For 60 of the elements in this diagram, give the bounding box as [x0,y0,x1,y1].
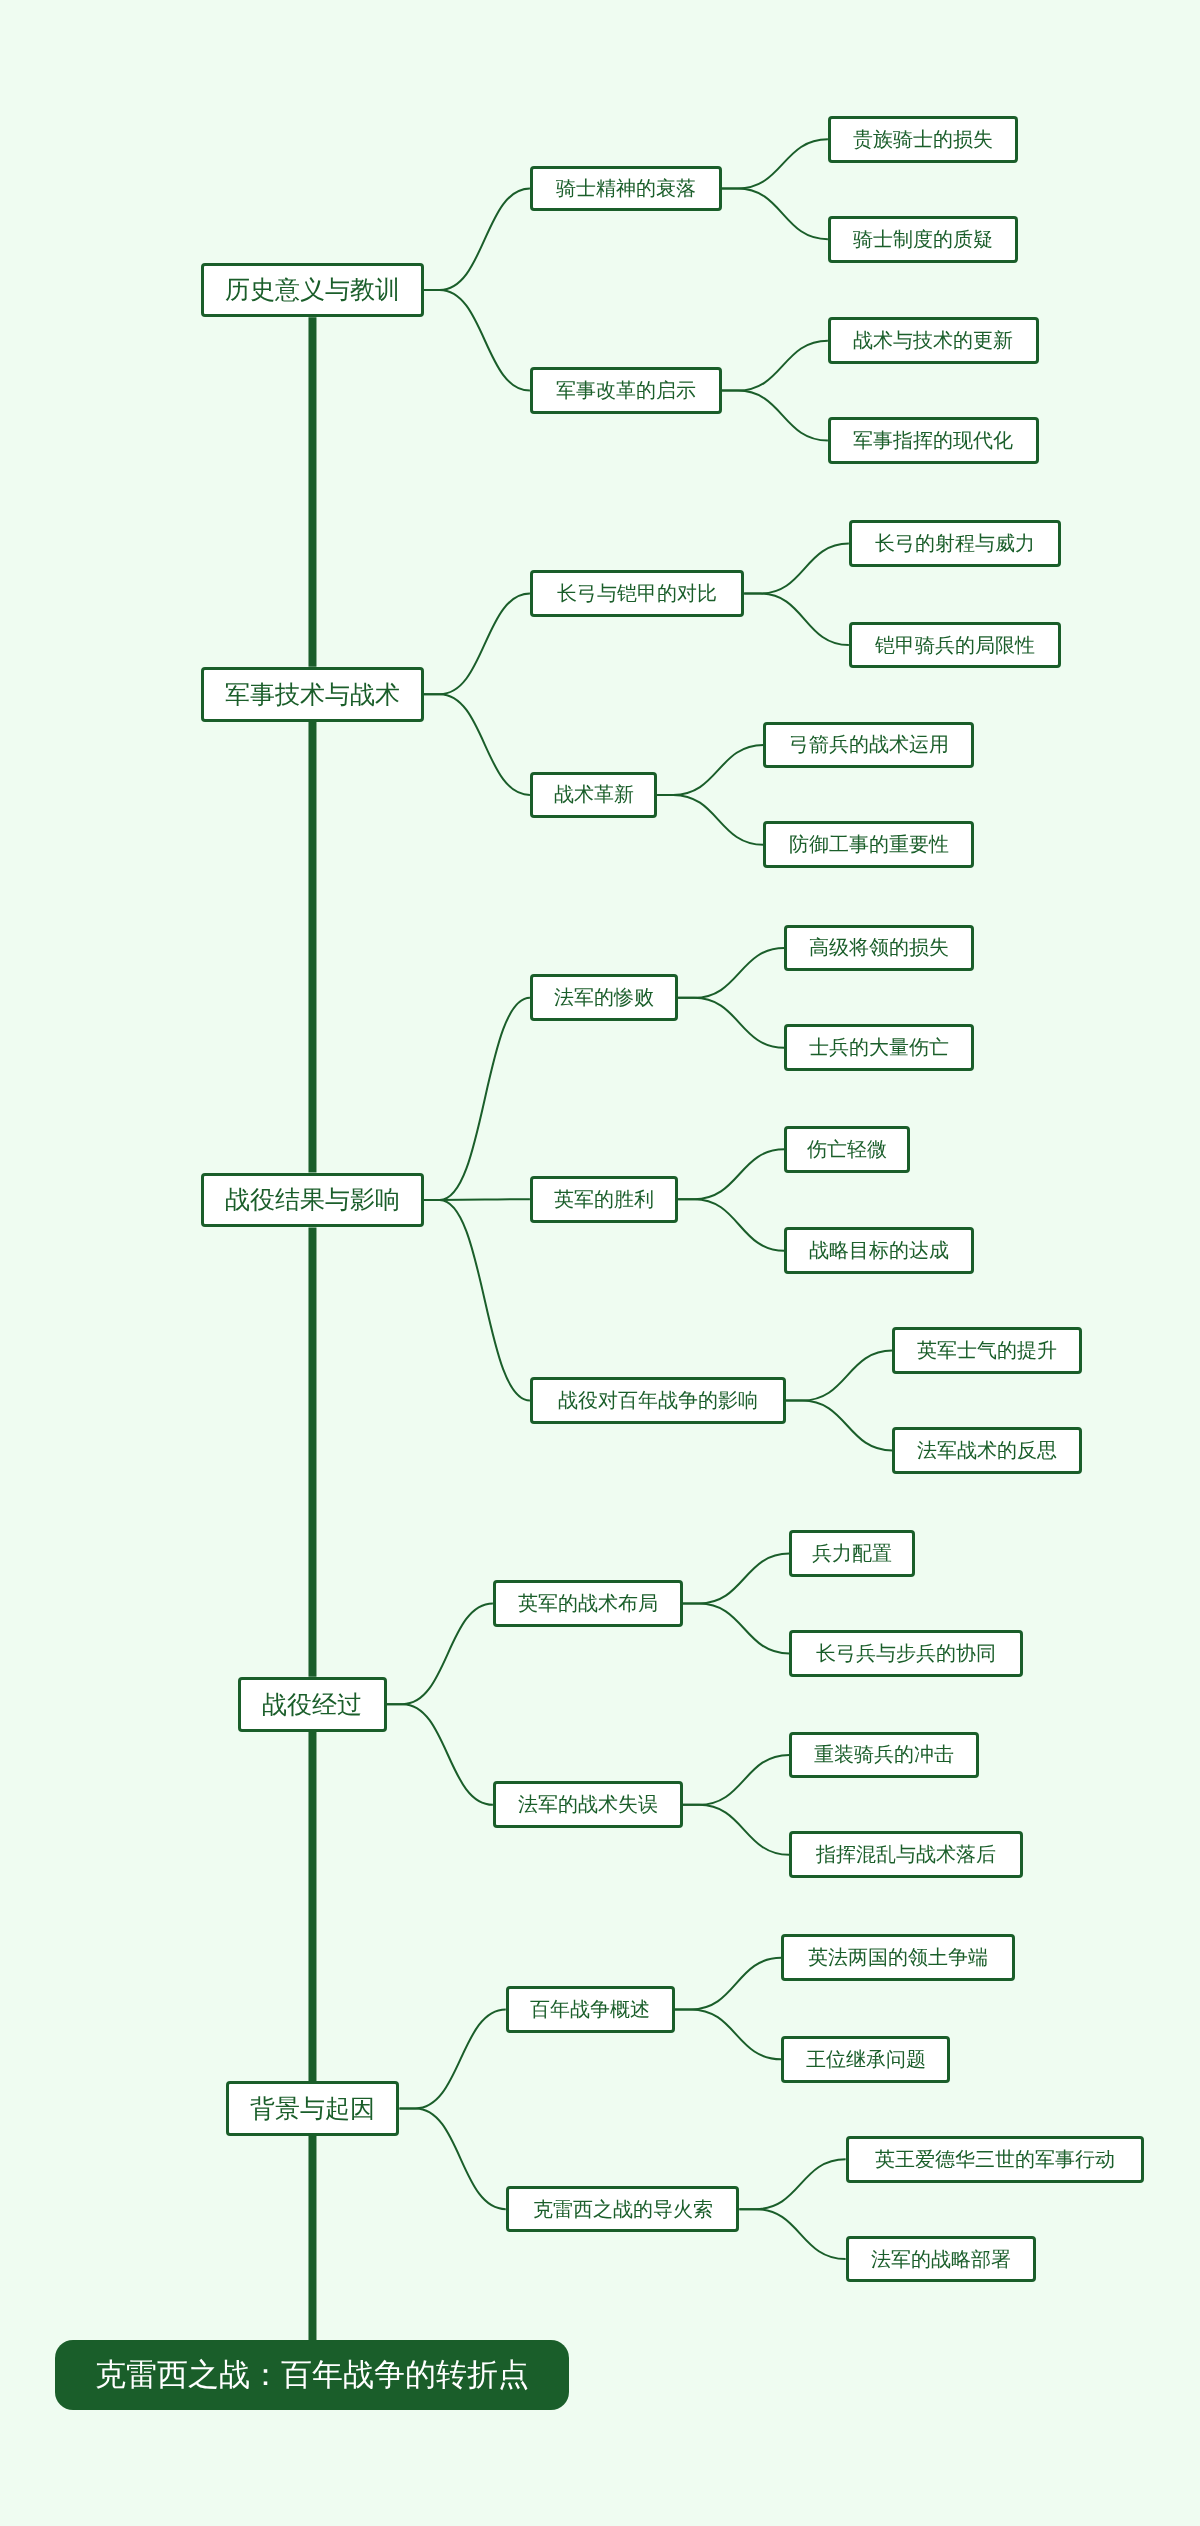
subtopic-box: 军事改革的启示 [529,367,722,414]
topic-box: 历史意义与教训 [201,262,424,318]
subtopic-box: 英军的战术布局 [492,1580,683,1627]
leaf-box: 士兵的大量伤亡 [784,1024,975,1072]
branch-connector [385,1703,494,1806]
branch-connector [681,1602,791,1655]
leaf-box: 王位继承问题 [781,2035,951,2083]
topic-box: 背景与起因 [225,2081,400,2136]
leaf-box: 战术与技术的更新 [827,317,1039,364]
topic-box: 战役结果与影响 [201,1172,424,1228]
branch-connector [720,187,829,241]
leaf-box: 高级将领的损失 [784,924,975,972]
leaf-box: 英法两国的领土争端 [781,1934,1015,1982]
subtopic-box: 战役对百年战争的影响 [529,1377,786,1424]
branch-connector [398,2107,507,2211]
leaf-box: 英王爱德华三世的军事行动 [845,2135,1144,2183]
leaf-box: 弓箭兵的战术运用 [763,721,975,769]
leaf-box: 长弓的射程与威力 [848,520,1062,567]
trunk-line [308,317,317,667]
branch-connector [422,1199,531,1402]
subtopic-box: 百年战争概述 [505,1986,675,2033]
leaf-box: 指挥混乱与战术落后 [789,1831,1023,1879]
leaf-box: 铠甲骑兵的局限性 [848,621,1062,669]
subtopic-box: 长弓与铠甲的对比 [529,570,745,617]
subtopic-box: 战术革新 [529,771,658,819]
leaf-box: 英军士气的提升 [892,1327,1083,1374]
leaf-box: 长弓兵与步兵的协同 [789,1630,1023,1677]
branch-connector [673,2008,783,2061]
topic-box: 军事技术与战术 [201,666,424,722]
branch-connector [720,389,829,442]
leaf-box: 法军的战略部署 [845,2235,1036,2283]
leaf-box: 贵族骑士的损失 [827,115,1018,163]
topic-box: 战役经过 [238,1676,387,1732]
leaf-box: 法军战术的反思 [892,1427,1083,1474]
leaf-box: 伤亡轻微 [784,1125,911,1173]
branch-connector [422,288,531,392]
branch-connector [738,2208,847,2261]
trunk-line [308,1227,317,1677]
branch-connector [681,1803,791,1856]
branch-connector [677,1198,786,1252]
title-box: 克雷西之战：百年战争的转折点 [54,2340,569,2410]
branch-connector [743,592,850,647]
subtopic-box: 英军的胜利 [529,1175,679,1223]
subtopic-box: 骑士精神的衰落 [529,165,722,211]
branch-connector [656,793,765,846]
subtopic-box: 法军的战术失误 [492,1781,683,1829]
leaf-box: 军事指挥的现代化 [827,417,1039,464]
branch-connector [785,1399,894,1452]
trunk-line [308,2135,317,2341]
leaf-box: 骑士制度的质疑 [827,215,1018,263]
leaf-box: 重装骑兵的冲击 [789,1731,980,1779]
branch-connector [422,693,531,796]
leaf-box: 兵力配置 [789,1530,915,1577]
trunk-line [308,1731,317,2082]
trunk-line [308,721,317,1173]
leaf-box: 战略目标的达成 [784,1227,975,1275]
leaf-box: 防御工事的重要性 [763,821,975,869]
subtopic-box: 克雷西之战的导火索 [505,2185,740,2233]
subtopic-box: 法军的惨败 [529,974,679,1022]
branch-connector [677,996,786,1049]
